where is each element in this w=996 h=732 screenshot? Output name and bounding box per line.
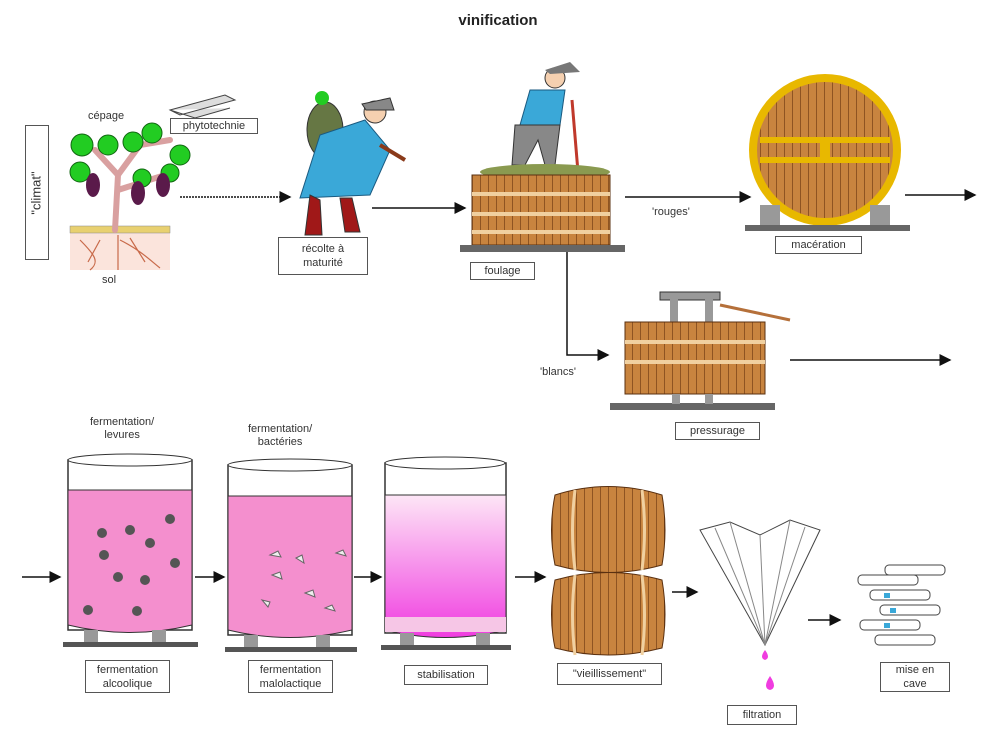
- recolte-label-line2: maturité: [303, 257, 343, 269]
- bacteries-label-line2: bactéries: [257, 436, 303, 448]
- rouges-label: 'rouges': [652, 206, 690, 218]
- levures-label: fermentation/ levures: [90, 416, 154, 442]
- grapevine-illustration: [69, 94, 237, 271]
- wine-press-illustration: [610, 291, 791, 410]
- fermentation-malolactique-label: fermentation malolactique: [248, 660, 333, 693]
- levures-label-line2: levures: [104, 429, 140, 441]
- alcoholic-fermentation-tank: [63, 453, 198, 647]
- sol-label: sol: [102, 274, 117, 286]
- malolactique-line1: fermentation: [259, 663, 322, 676]
- blancs-label: 'blancs': [540, 366, 576, 378]
- diagram-title: vinification: [458, 12, 538, 29]
- pressurage-label: pressurage: [675, 422, 760, 440]
- climat-label: "climat": [29, 170, 44, 215]
- climat-label-box: "climat": [25, 125, 49, 260]
- fermentation-alcoolique-label: fermentation alcoolique: [85, 660, 170, 693]
- wine-bottles-stack-illustration: [857, 564, 946, 646]
- foulage-label: foulage: [470, 262, 535, 280]
- phytotechnie-label: phytotechnie: [170, 118, 258, 134]
- foulage-vat-illustration: [460, 62, 625, 252]
- malolactic-fermentation-tank: [225, 458, 357, 652]
- filtration-label: filtration: [727, 705, 797, 725]
- recolte-label-line1: récolte à: [301, 243, 345, 255]
- filter-funnel-illustration: [699, 519, 821, 690]
- maceration-barrel-illustration: [745, 74, 910, 231]
- flow-arrows: [22, 189, 977, 626]
- bacteries-label: fermentation/ bactéries: [248, 423, 312, 449]
- cepage-label: cépage: [88, 110, 125, 122]
- aging-barrels-illustration: [551, 486, 666, 656]
- bacteries-label-line1: fermentation/: [248, 423, 313, 435]
- harvester-illustration: [299, 91, 407, 236]
- levures-label-line1: fermentation/: [90, 416, 155, 428]
- malolactique-line2: malolactique: [259, 677, 322, 690]
- alcoolique-line2: alcoolique: [102, 677, 153, 690]
- mise-line1: mise en: [895, 664, 935, 676]
- alcoolique-line1: fermentation: [96, 663, 159, 676]
- maceration-label: macération: [775, 236, 862, 254]
- stabilisation-label: stabilisation: [404, 665, 488, 685]
- stabilisation-tank: [381, 456, 511, 650]
- vieillissement-label: "vieillissement": [557, 663, 662, 685]
- mise-en-cave-label: mise en cave: [880, 662, 950, 692]
- mise-line2: cave: [903, 678, 927, 690]
- recolte-label-box: récolte à maturité: [278, 237, 368, 275]
